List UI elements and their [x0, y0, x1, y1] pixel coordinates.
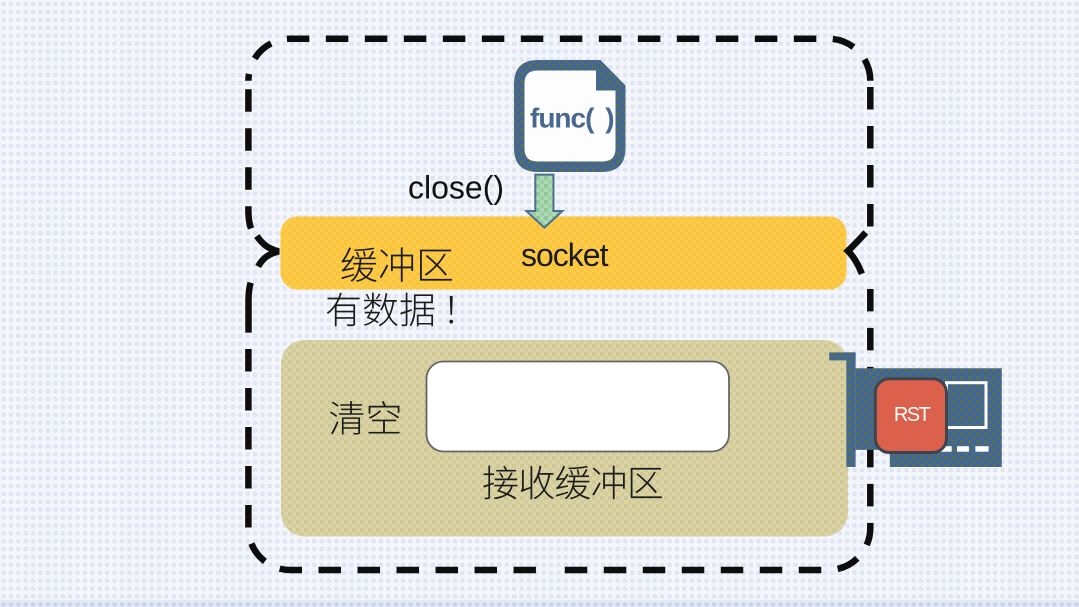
svg-text:close(): close() [408, 170, 504, 206]
svg-text:RST: RST [894, 404, 931, 426]
svg-text:socket: socket [521, 237, 609, 273]
svg-text:func( ): func( ) [530, 103, 614, 134]
